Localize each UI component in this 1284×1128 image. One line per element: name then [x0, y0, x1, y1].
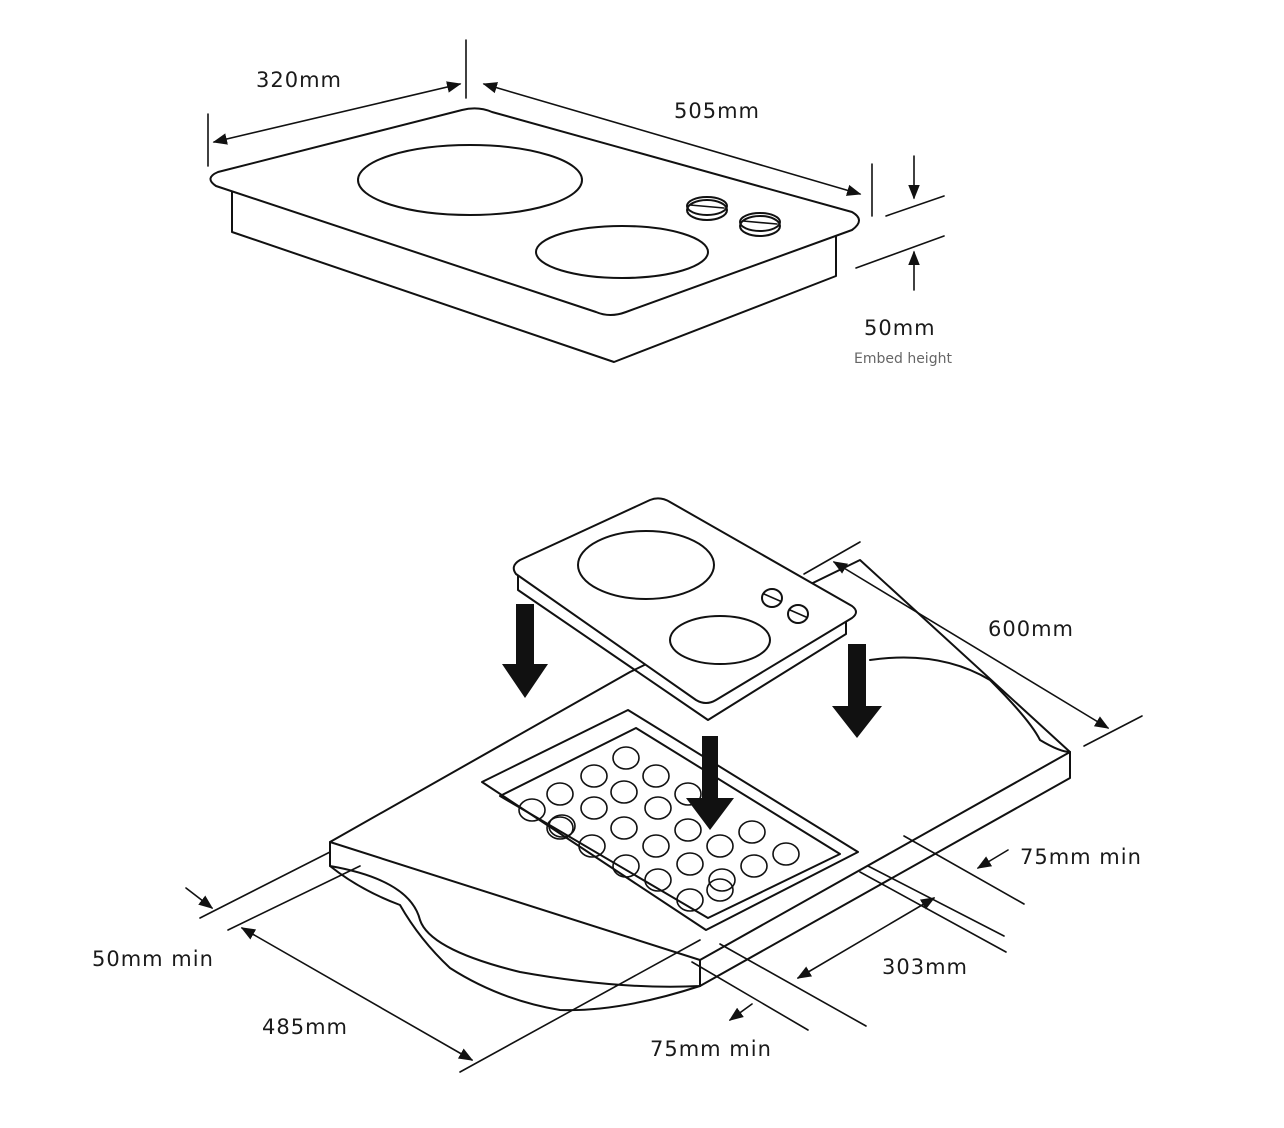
down-arrow-icon [502, 604, 548, 698]
cutout-depth-label: 303mm [882, 955, 968, 979]
counter-depth-label: 600mm [988, 617, 1074, 641]
side-clearance-bottom-label: 75mm min [650, 1037, 772, 1061]
hob-top-view: 320mm 505mm 50mm Embed height [207, 39, 952, 367]
front-clearance-label: 50mm min [92, 947, 214, 971]
control-knob-icon [686, 196, 728, 221]
small-burner [535, 225, 709, 279]
depth-top-label: 320mm [256, 68, 342, 92]
width-top-label: 505mm [674, 99, 760, 123]
side-clearance-right-label: 75mm min [1020, 845, 1142, 869]
down-arrow-icon [686, 736, 734, 830]
embed-height-value: 50mm [864, 316, 936, 340]
control-knob-icon [787, 604, 809, 624]
cutout-grid [518, 746, 800, 912]
control-knob-icon [761, 588, 783, 608]
control-knob-icon [739, 212, 781, 237]
embed-height-caption: Embed height [854, 351, 952, 367]
countertop-installation: 600mm 75mm min 50mm min 485mm 303mm 75mm… [92, 497, 1143, 1073]
cutout-width-label: 485mm [262, 1015, 348, 1039]
